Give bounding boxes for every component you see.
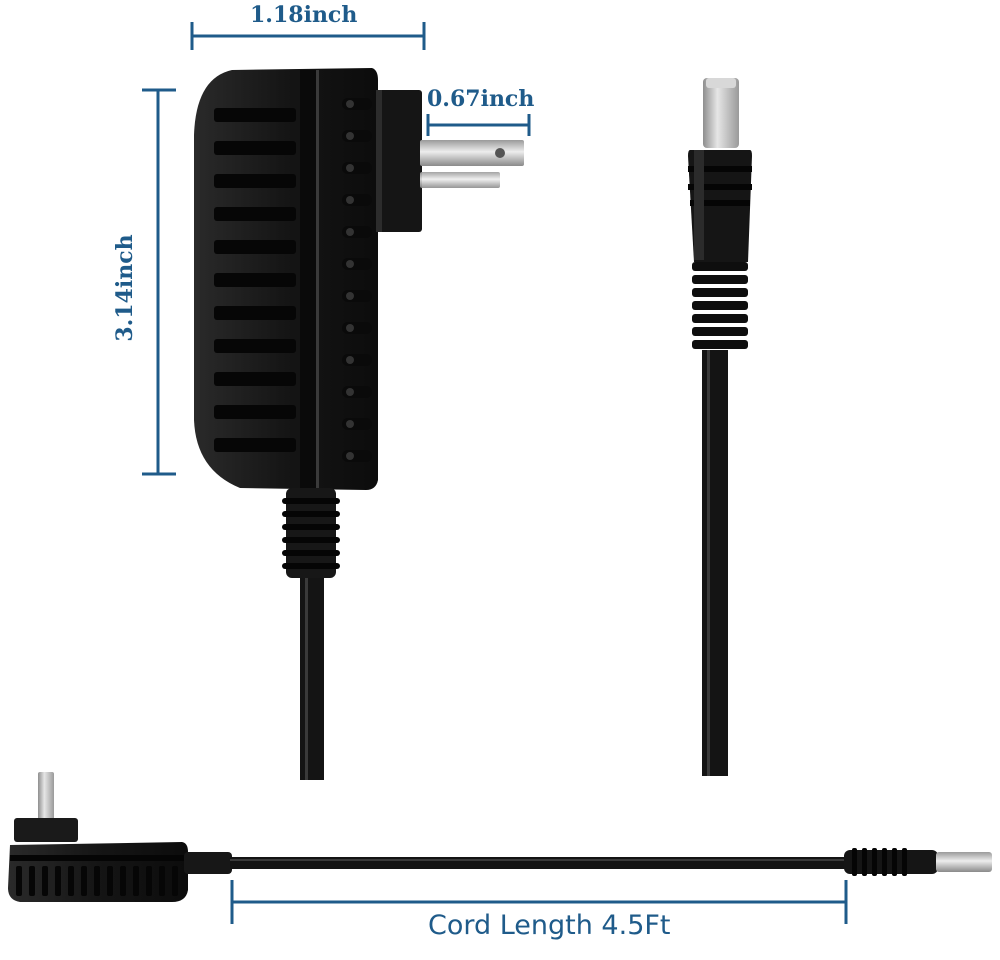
width-dimension-label: 1.18inch [250, 2, 358, 28]
adapter-horizontal [8, 772, 992, 902]
prong-pins [420, 140, 524, 188]
prong-dimension-label: 0.67inch [427, 86, 535, 112]
cable-main [282, 488, 340, 780]
cord-length-label: Cord Length 4.5Ft [428, 910, 671, 941]
adapter-main [194, 68, 422, 490]
height-dimension-label: 3.14inch [112, 234, 138, 342]
dc-connector-vertical [688, 78, 752, 776]
dimension-lines [142, 22, 848, 924]
